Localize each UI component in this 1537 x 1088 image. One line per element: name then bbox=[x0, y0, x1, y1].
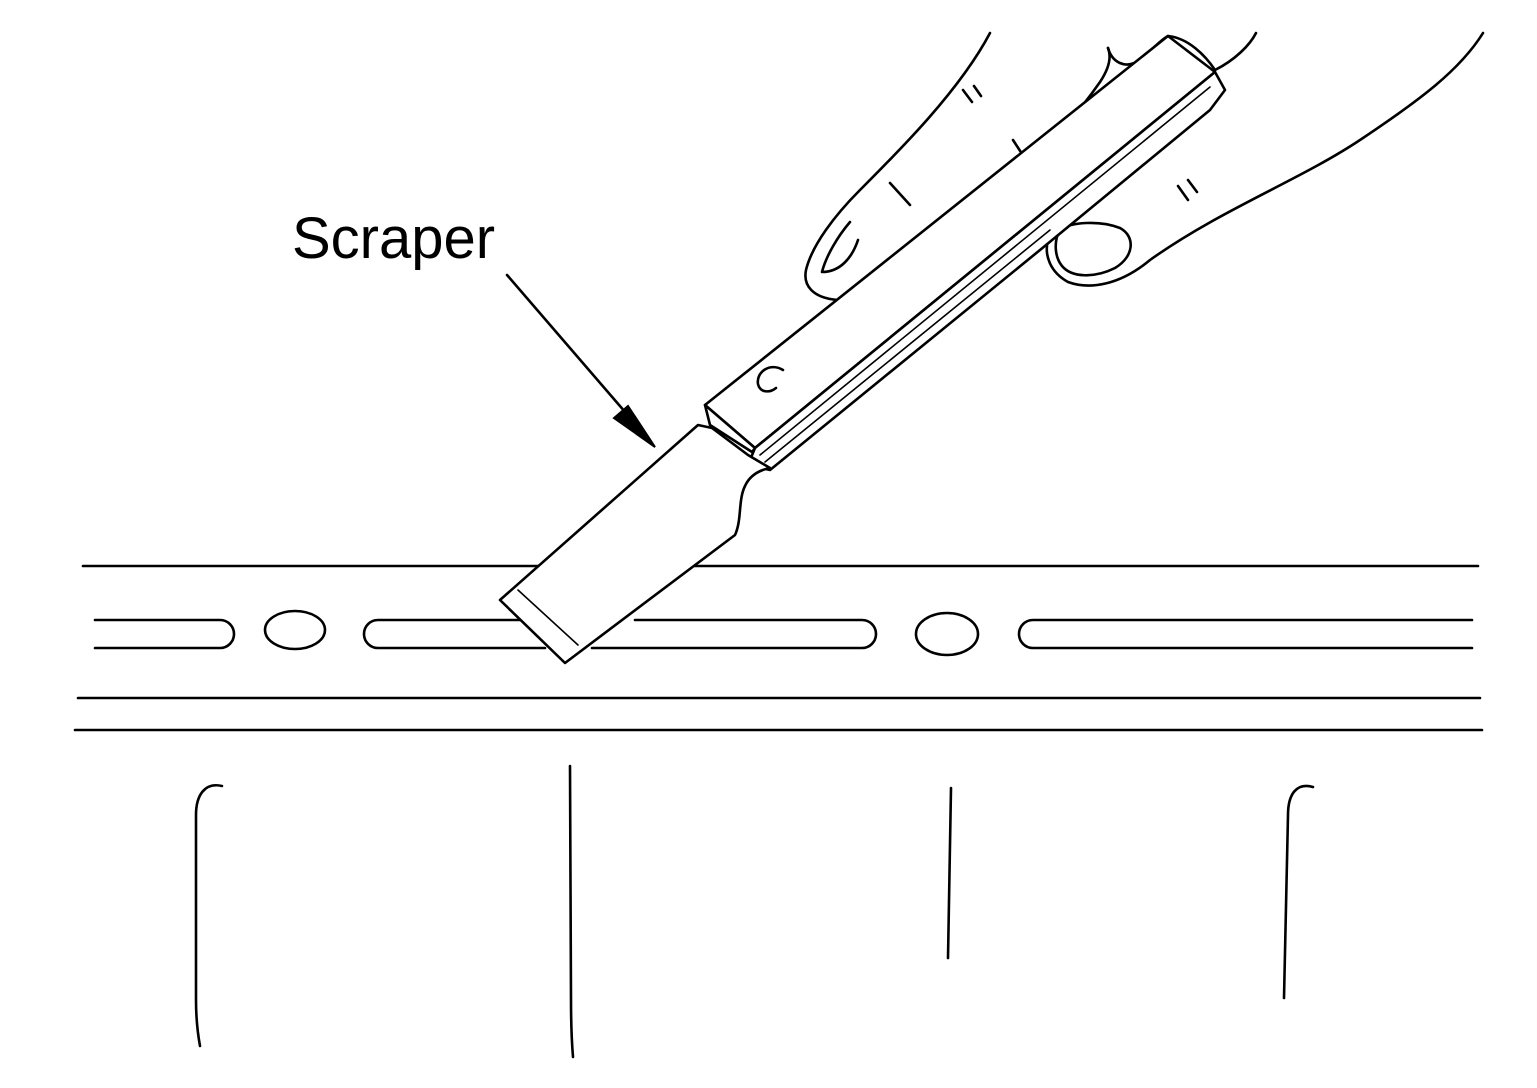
crease-4 bbox=[888, 181, 912, 207]
scraper-handle bbox=[703, 34, 1217, 450]
thumbnail bbox=[1054, 221, 1132, 277]
scraper-handle-side bbox=[746, 70, 1227, 472]
crease-5 bbox=[1176, 184, 1190, 202]
block-mark-3 bbox=[946, 786, 953, 960]
crease-6 bbox=[1186, 178, 1199, 194]
handle-rivet bbox=[756, 365, 785, 393]
scraper-label: Scraper bbox=[292, 206, 495, 271]
hole-right bbox=[914, 611, 980, 657]
block-mark-4 bbox=[1282, 784, 1315, 1000]
handle-edge-line bbox=[759, 86, 1211, 456]
handle-bevel-line bbox=[764, 229, 1051, 463]
thumb bbox=[1045, 31, 1485, 287]
gasket-surface bbox=[73, 564, 1484, 732]
block-mark-1 bbox=[194, 783, 224, 1048]
index-fingernail bbox=[820, 220, 860, 274]
slot-center-right bbox=[590, 618, 878, 650]
block-mark-2 bbox=[568, 764, 575, 1059]
callout-leader-line bbox=[505, 273, 634, 422]
hole-left bbox=[263, 609, 327, 651]
crease-2 bbox=[972, 84, 983, 98]
blade-bevel-line bbox=[517, 589, 579, 646]
slot-left bbox=[93, 618, 236, 650]
handle-end-face bbox=[703, 403, 757, 454]
crease-1 bbox=[961, 88, 974, 104]
slot-center-left bbox=[362, 618, 547, 650]
scraper-blade bbox=[498, 423, 772, 665]
callout-arrowhead bbox=[612, 404, 656, 448]
engine-block-marks bbox=[194, 764, 1315, 1059]
slot-right bbox=[1017, 618, 1474, 650]
scraper-tool bbox=[498, 34, 1227, 665]
scraper-callout: Scraper bbox=[292, 206, 656, 448]
